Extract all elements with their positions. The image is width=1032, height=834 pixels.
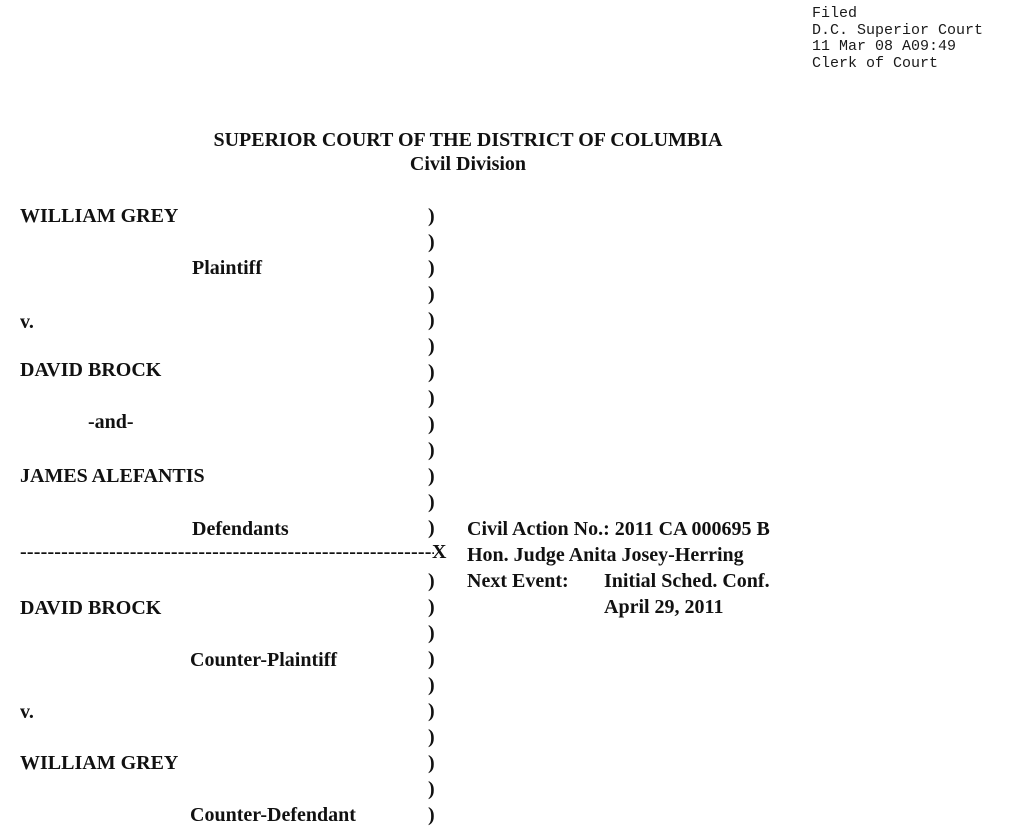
caption-paren: ) — [428, 439, 435, 461]
next-event-date: April 29, 2011 — [604, 596, 724, 618]
caption-paren: ) — [428, 700, 435, 722]
caption-divider-x: X — [432, 541, 447, 563]
filing-stamp: Filed D.C. Superior Court 11 Mar 08 A09:… — [812, 5, 984, 72]
caption-paren: ) — [428, 361, 435, 383]
stamp-line-filed: Filed — [812, 5, 858, 22]
defendant-name-alefantis: JAMES ALEFANTIS — [20, 465, 205, 487]
versus-label-counter: v. — [20, 701, 34, 723]
caption-paren: ) — [428, 205, 435, 227]
stamp-line-datetime: 11 Mar 08 A09:49 — [812, 38, 957, 55]
caption-paren: ) — [428, 622, 435, 644]
defendant-name-brock: DAVID BROCK — [20, 359, 162, 381]
caption-paren: ) — [428, 596, 435, 618]
caption-paren: ) — [428, 309, 435, 331]
caption-paren: ) — [428, 570, 435, 592]
counter-defendant-name: WILLIAM GREY — [20, 752, 179, 774]
caption-paren: ) — [428, 778, 435, 800]
caption-paren: ) — [428, 387, 435, 409]
and-conjunction: -and- — [88, 411, 134, 433]
caption-paren: ) — [428, 257, 435, 279]
caption-paren: ) — [428, 752, 435, 774]
stamp-line-clerk: Clerk of Court — [812, 54, 939, 72]
caption-paren: ) — [428, 648, 435, 670]
next-event-value: Initial Sched. Conf. — [604, 570, 770, 592]
versus-label: v. — [20, 311, 34, 333]
counter-plaintiff-name: DAVID BROCK — [20, 597, 162, 619]
caption-paren: ) — [428, 335, 435, 357]
judge-name: Hon. Judge Anita Josey-Herring — [467, 544, 744, 566]
caption-paren: ) — [428, 517, 435, 539]
plaintiff-role: Plaintiff — [192, 257, 262, 279]
caption-paren: ) — [428, 804, 435, 826]
counter-defendant-role: Counter-Defendant — [190, 804, 356, 826]
counter-plaintiff-role: Counter-Plaintiff — [190, 649, 338, 671]
caption-paren: ) — [428, 283, 435, 305]
caption-divider-line: ----------------------------------------… — [20, 541, 434, 563]
defendants-role: Defendants — [192, 518, 289, 540]
caption-paren: ) — [428, 465, 435, 487]
caption-paren: ) — [428, 231, 435, 253]
caption-paren: ) — [428, 413, 435, 435]
court-title: SUPERIOR COURT OF THE DISTRICT OF COLUMB… — [213, 129, 723, 151]
caption-paren: ) — [428, 726, 435, 748]
stamp-line-court: D.C. Superior Court — [812, 21, 984, 39]
court-division: Civil Division — [409, 153, 527, 175]
civil-action-number: Civil Action No.: 2011 CA 000695 B — [467, 518, 770, 540]
caption-paren: ) — [428, 674, 435, 696]
next-event-label: Next Event: — [467, 570, 569, 592]
caption-paren: ) — [428, 491, 435, 513]
plaintiff-name: WILLIAM GREY — [20, 205, 179, 227]
